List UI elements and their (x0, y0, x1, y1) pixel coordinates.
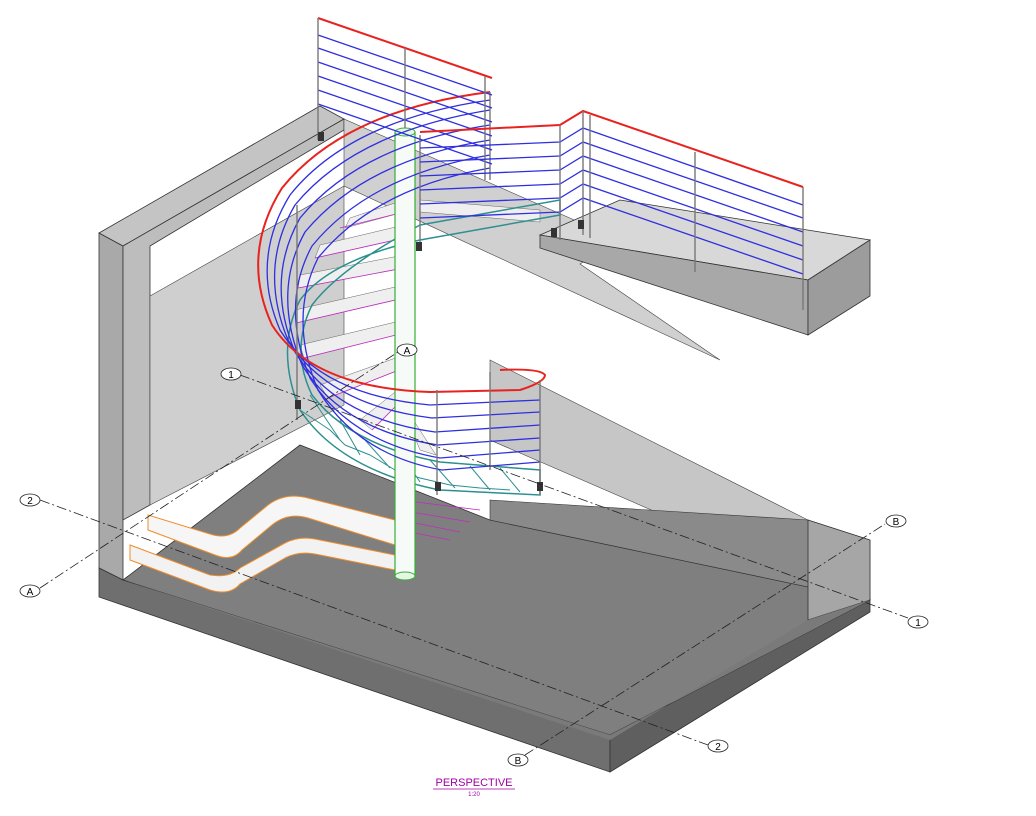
grid-line-1 (239, 374, 909, 619)
grid-marker-b-lower: B (507, 753, 529, 767)
post-brackets (295, 132, 584, 491)
grid-markers: 1 1 2 2 A A B B (19, 343, 929, 767)
tread-edges (295, 211, 405, 431)
grid-marker-1-upper: 1 (220, 367, 242, 381)
spiral-balusters (266, 99, 541, 471)
upper-right-balustrade (419, 109, 804, 310)
svg-text:1: 1 (228, 370, 234, 381)
svg-text:1: 1 (915, 618, 921, 629)
tread-lines-bottom (399, 499, 481, 541)
grid-marker-2-upper: 2 (19, 493, 41, 507)
grid-lines (39, 351, 909, 756)
view-scale: 1:20 (468, 792, 480, 798)
grid-marker-1-lower: 1 (907, 615, 929, 629)
svg-text:A: A (404, 346, 411, 357)
left-wall-front (98, 232, 124, 581)
svg-text:A: A (27, 587, 34, 598)
spiral-handrail (257, 91, 547, 394)
back-wall-face (149, 185, 345, 506)
spiral-posts (296, 92, 541, 495)
stair-treads (294, 199, 541, 456)
view-title: PERSPECTIVE (435, 777, 512, 789)
grid-line-2 (39, 499, 709, 746)
grid-marker-a-upper: A (396, 343, 418, 357)
svg-text:B: B (515, 756, 522, 767)
grid-line-b (524, 523, 886, 756)
svg-text:2: 2 (715, 742, 721, 753)
view-caption: PERSPECTIVE 1:20 (433, 777, 515, 798)
svg-text:B: B (893, 517, 900, 528)
concrete-structure (98, 105, 872, 773)
svg-text:2: 2 (27, 496, 33, 507)
grid-marker-2-lower: 2 (707, 739, 729, 753)
grid-marker-a-lower: A (19, 584, 41, 598)
balustrades (257, 17, 804, 495)
upper-left-balustrade (317, 17, 493, 180)
column-base (394, 571, 416, 581)
upper-slab-end (807, 239, 871, 336)
grid-marker-b-upper: B (885, 514, 907, 528)
spiral-stair (286, 127, 561, 581)
